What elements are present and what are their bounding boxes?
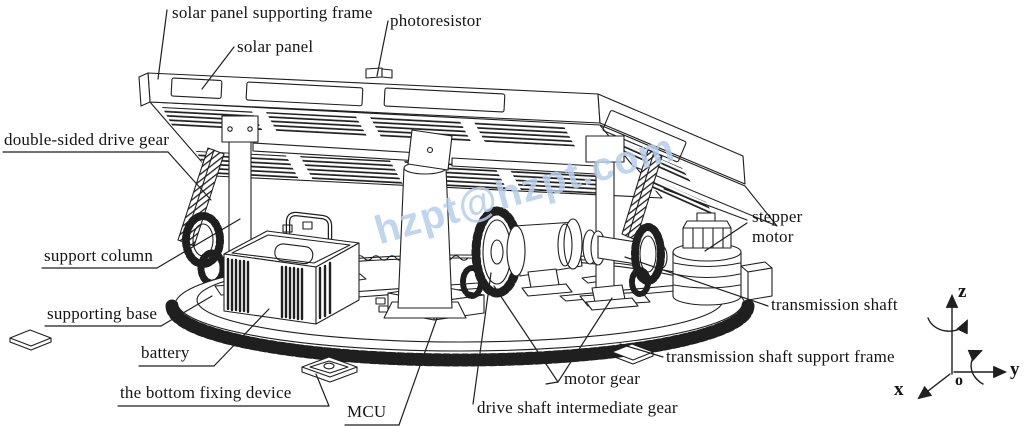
label-leaders: [2, 9, 769, 426]
label-bottom-fixing-device: the bottom fixing device: [120, 383, 292, 402]
axis-label-origin: o: [955, 372, 963, 389]
double-sided-drive-gear-mechanism: [177, 147, 227, 287]
label-solar-panel: solar panel: [237, 37, 314, 56]
label-double-sided-drive-gear: double-sided drive gear: [4, 130, 170, 149]
axis-label-x: x: [894, 379, 904, 400]
coordinate-axes: [917, 293, 1008, 400]
label-motor-gear: motor gear: [564, 369, 641, 388]
bottom-fixing-feet: [9, 329, 654, 383]
solar-panel-assembly: [138, 67, 778, 227]
label-support-column: support column: [44, 246, 154, 265]
axis-label-z: z: [958, 281, 967, 302]
label-supporting-base: supporting base: [47, 304, 158, 323]
label-photoresistor: photoresistor: [390, 11, 482, 30]
label-stepper-motor-line2: motor: [752, 227, 794, 246]
battery-box: [223, 211, 360, 325]
label-mcu: MCU: [347, 402, 387, 421]
photoresistor-device: [365, 67, 393, 79]
label-transmission-shaft: transmission shaft: [771, 295, 898, 314]
label-drive-shaft-intermediate-gear: drive shaft intermediate gear: [477, 398, 678, 417]
label-battery: battery: [141, 343, 190, 362]
label-stepper-motor-line1: stepper: [752, 207, 803, 226]
label-transmission-shaft-support-frame: transmission shaft support frame: [666, 347, 895, 366]
label-solar-panel-supporting-frame: solar panel supporting frame: [172, 3, 373, 22]
stepper-motor-body: [672, 212, 773, 306]
axis-label-y: y: [1010, 359, 1020, 380]
